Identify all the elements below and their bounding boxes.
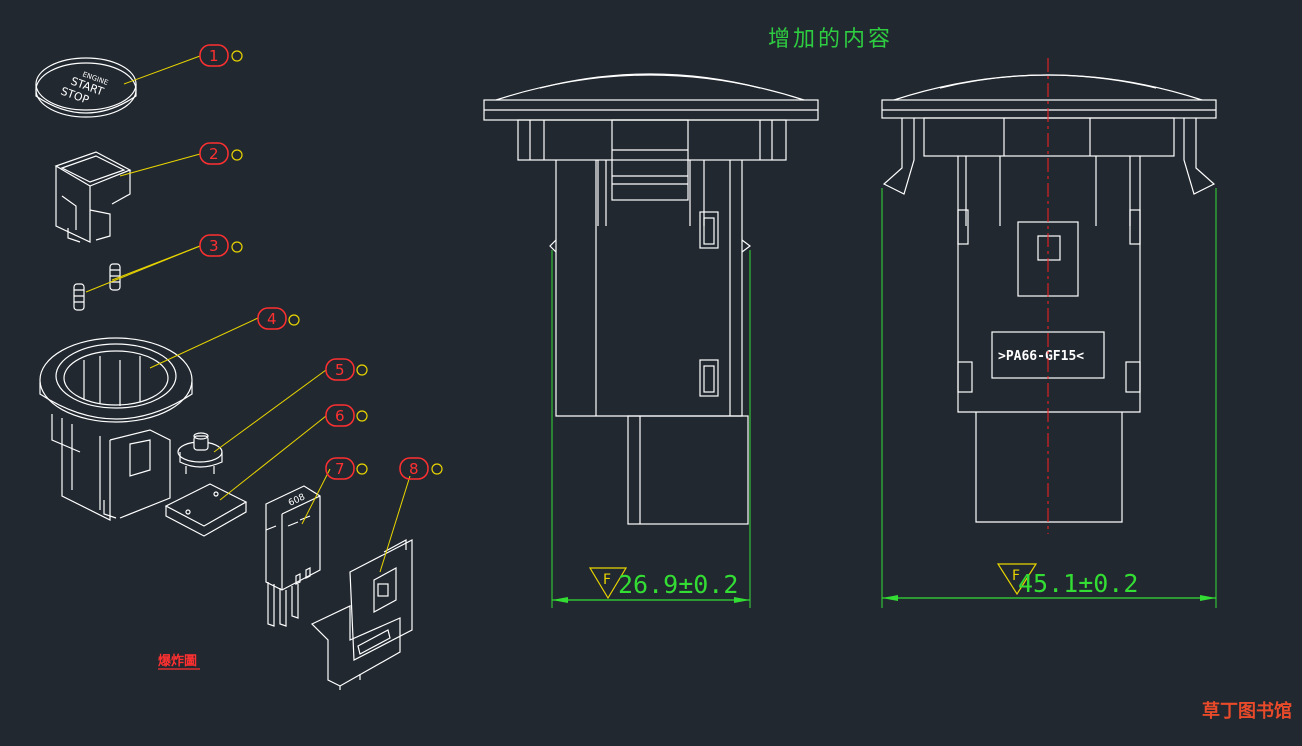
callout-5-number: 5 — [335, 361, 345, 379]
callout-6-number: 6 — [335, 407, 345, 425]
callout-1-number: 1 — [209, 47, 219, 65]
callout-4: 4 — [257, 307, 300, 330]
callout-8: 8 — [399, 457, 443, 480]
part-bezel-insert — [54, 151, 132, 243]
exploded-label: 爆炸圖 — [158, 653, 197, 669]
part-vertical-pcb: 608 — [265, 485, 321, 627]
datum-right: F — [1012, 568, 1020, 584]
callout-8-number: 8 — [409, 460, 419, 478]
callout-7: 7 — [325, 457, 368, 480]
callout-4-number: 4 — [267, 310, 277, 328]
part-springs — [73, 263, 121, 311]
side-view: F 26.9±0.2 — [483, 73, 819, 608]
callout-6: 6 — [325, 404, 368, 427]
watermark: 草丁图书馆 — [1202, 700, 1292, 722]
part-connector-housing — [310, 538, 413, 690]
part-housing — [39, 337, 193, 521]
callout-7-number: 7 — [335, 460, 345, 478]
exploded-view: ENGINE START STOP — [35, 44, 443, 690]
leader-lines — [85, 55, 411, 573]
part-button-cap: ENGINE START STOP — [35, 57, 137, 118]
part-tact-switch — [177, 432, 223, 474]
callout-2: 2 — [199, 142, 243, 165]
datum-left: F — [603, 572, 611, 588]
callout-3: 3 — [199, 234, 243, 257]
callout-2-number: 2 — [209, 145, 219, 163]
part-small-pcb — [164, 483, 248, 537]
callout-5: 5 — [325, 358, 368, 381]
front-view: >PA66-GF15< F 45.1±0.2 — [881, 58, 1217, 608]
material-label: >PA66-GF15< — [998, 349, 1084, 364]
dimension-left: 26.9±0.2 — [618, 570, 738, 599]
dimension-right: 45.1±0.2 — [1018, 569, 1138, 598]
callout-1: 1 — [199, 44, 243, 67]
callout-3-number: 3 — [209, 237, 219, 255]
drawing-title: 增加的内容 — [768, 27, 893, 52]
